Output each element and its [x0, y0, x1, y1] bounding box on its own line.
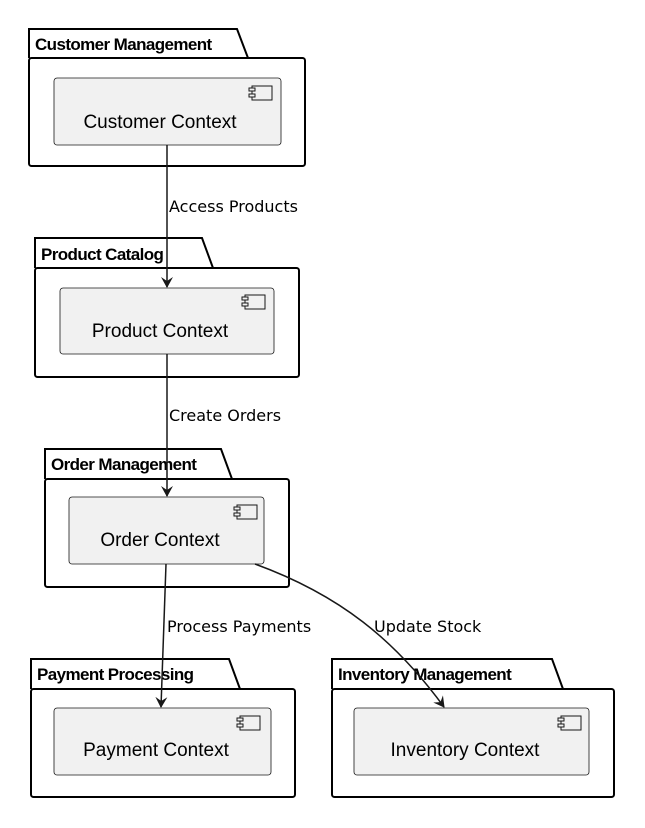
edge-process-payments: Process Payments — [155, 563, 311, 708]
component-label: Product Context — [92, 321, 229, 342]
component-label: Inventory Context — [391, 740, 541, 761]
package-title: Customer Management — [35, 35, 213, 54]
edge-label: Access Products — [169, 197, 298, 216]
component-customer-context[interactable]: Customer Context — [53, 77, 282, 146]
package-inventory-management: Inventory Management — [331, 658, 615, 798]
component-label: Payment Context — [83, 740, 229, 761]
package-title: Product Catalog — [41, 245, 164, 264]
package-title: Order Management — [51, 455, 197, 474]
edge-label: Update Stock — [374, 617, 482, 636]
edge-create-orders: Create Orders — [161, 354, 281, 497]
edge-label: Create Orders — [169, 406, 281, 425]
component-label: Order Context — [100, 530, 220, 551]
edge-update-stock: Update Stock — [254, 563, 482, 708]
component-product-context[interactable]: Product Context — [59, 287, 275, 355]
edge-access-products: Access Products — [161, 145, 298, 288]
component-label: Customer Context — [83, 112, 237, 133]
package-order-management: Order Management — [44, 448, 290, 588]
package-title: Inventory Management — [338, 665, 512, 684]
package-title: Payment Processing — [37, 665, 194, 684]
component-inventory-context[interactable]: Inventory Context — [353, 707, 590, 776]
package-payment-processing: Payment Processing — [30, 658, 296, 798]
component-payment-context[interactable]: Payment Context — [53, 707, 272, 776]
edge-label: Process Payments — [167, 617, 311, 636]
component-order-context[interactable]: Order Context — [68, 496, 265, 565]
